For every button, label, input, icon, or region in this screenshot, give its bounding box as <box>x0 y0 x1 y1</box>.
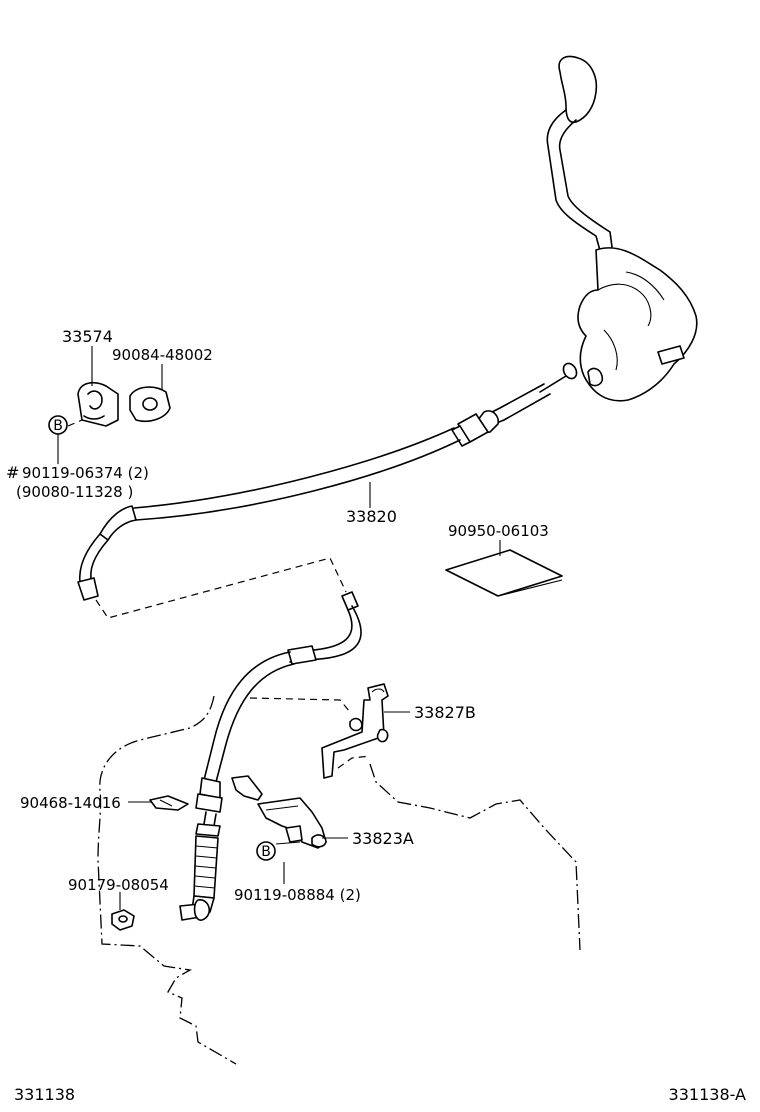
shift-lever-assembly[interactable] <box>546 55 698 402</box>
label-90179-08054[interactable]: 90179-08054 <box>68 876 169 894</box>
label-90119-06374[interactable]: 90119-06374 (2) <box>22 464 149 482</box>
footer-code-left: 331138 <box>14 1085 75 1104</box>
shift-cable-lower[interactable] <box>179 591 362 921</box>
marker-letter: B <box>261 844 271 860</box>
cable-end-upper[interactable] <box>451 361 579 447</box>
transmission-case-outline-right <box>369 763 581 951</box>
label-33827B[interactable]: 33827B <box>414 703 476 722</box>
label-90080-11328[interactable]: (90080-11328 ) <box>16 483 133 501</box>
clamp-33574[interactable] <box>77 381 119 427</box>
bolt-marker-b-upper: B <box>48 415 68 435</box>
label-90119-08884[interactable]: 90119-08884 (2) <box>234 886 361 904</box>
label-90468-14016[interactable]: 90468-14016 <box>20 794 121 812</box>
clip-90468-14016[interactable] <box>149 795 189 811</box>
label-90950-06103[interactable]: 90950-06103 <box>448 522 549 540</box>
marker-letter: B <box>53 418 63 434</box>
label-33574[interactable]: 33574 <box>62 327 113 346</box>
hash-prefix: # <box>6 463 19 482</box>
label-33823A[interactable]: 33823A <box>352 829 414 848</box>
footer-code-right: 331138-A <box>669 1085 747 1104</box>
leader-markerB2 <box>275 841 301 845</box>
continuation-line-upper <box>95 557 347 619</box>
manual-90950-06103[interactable] <box>445 549 563 597</box>
transmission-case-outline <box>97 695 237 1065</box>
lever-33823A[interactable] <box>231 775 327 849</box>
label-90084-48002[interactable]: 90084-48002 <box>112 346 213 364</box>
nut-90179-08054[interactable] <box>111 909 135 931</box>
continuation-line-lower <box>249 697 351 713</box>
bolt-marker-b-lower: B <box>256 841 276 861</box>
bracket-33827B[interactable] <box>321 683 389 779</box>
gasket-90084-48002[interactable] <box>129 386 171 423</box>
label-33820[interactable]: 33820 <box>346 507 397 526</box>
clamp-bolt-line <box>67 419 83 427</box>
shift-cable-33820[interactable] <box>77 427 461 601</box>
